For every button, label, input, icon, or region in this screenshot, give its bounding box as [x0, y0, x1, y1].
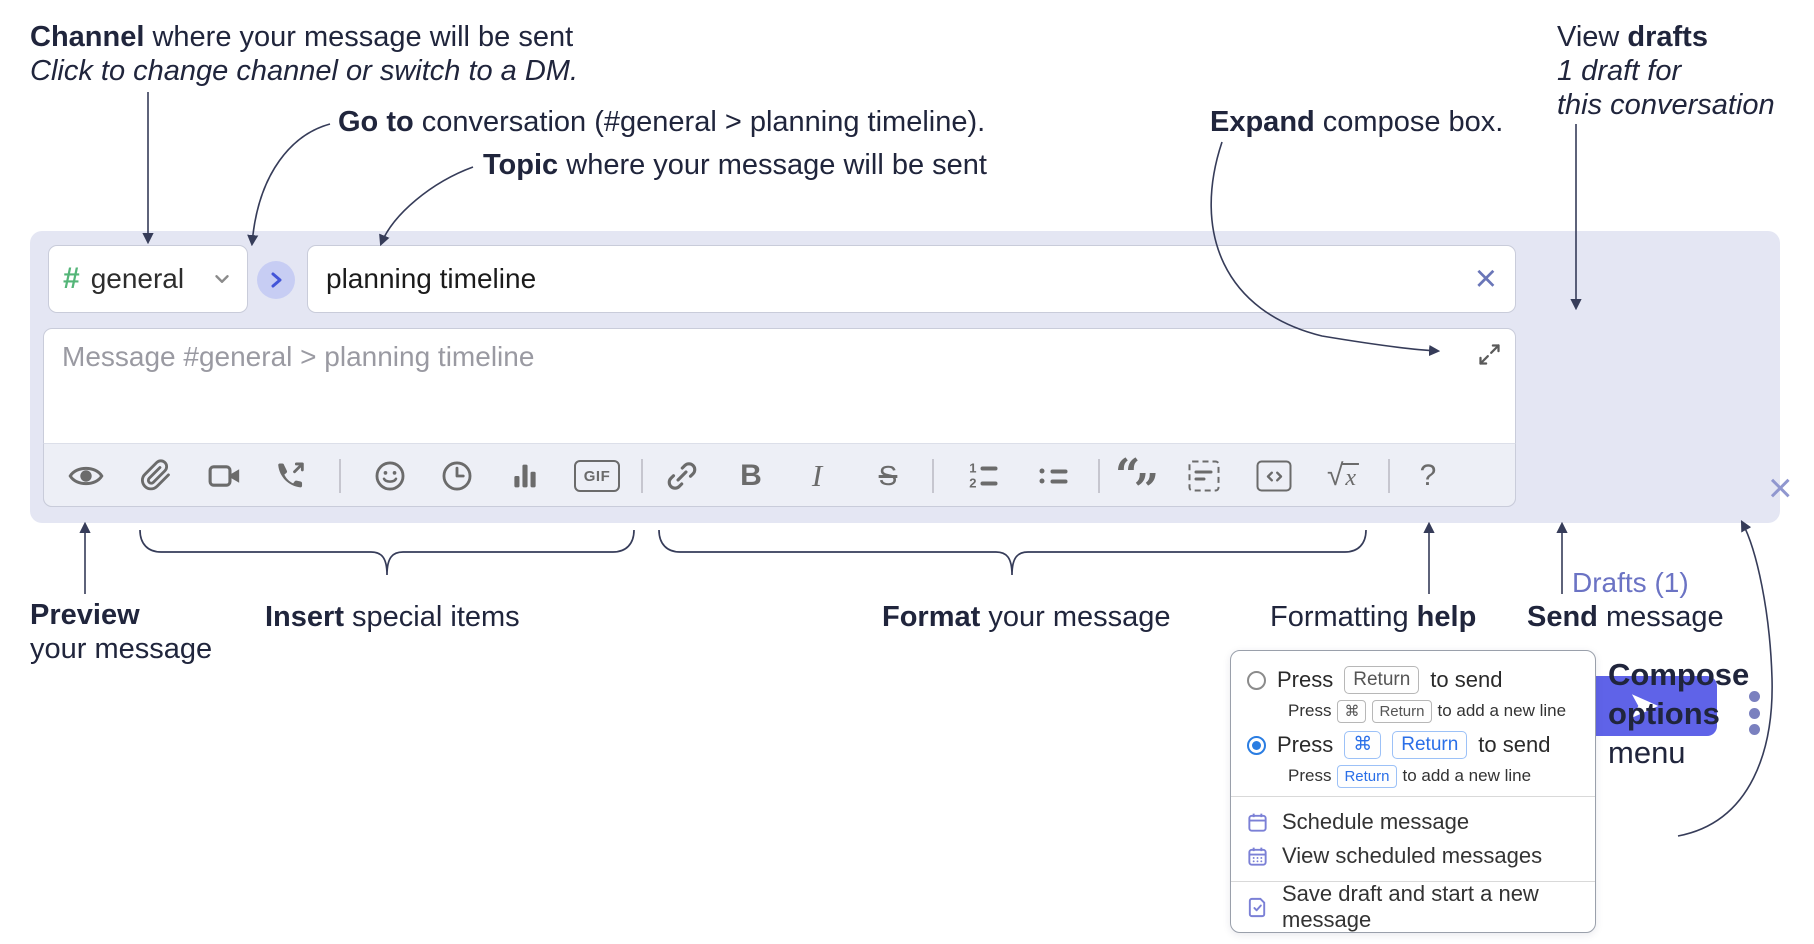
compose-options-annotation: Compose options menu [1608, 657, 1750, 770]
channel-selector[interactable]: # general [48, 245, 248, 313]
math-icon[interactable]: √x [1327, 459, 1360, 493]
menu-item-schedule-message[interactable]: Schedule message [1231, 805, 1595, 839]
message-formatting-help-icon[interactable]: ? [1419, 459, 1437, 492]
topic-annotation: Topic where your message will be sent [483, 149, 987, 181]
clear-topic-icon[interactable]: × [1474, 258, 1497, 300]
return-key-chip: Return [1392, 731, 1468, 759]
formatting-help-annotation: Formatting help [1270, 601, 1477, 633]
gif-icon[interactable]: GIF [574, 460, 620, 492]
toolbar-divider [641, 459, 643, 493]
attach-file-icon[interactable] [139, 459, 173, 493]
close-compose-icon[interactable]: × [1768, 464, 1793, 511]
send-icon [1629, 690, 1661, 722]
cmd-key-chip: ⌘ [1344, 731, 1382, 759]
message-placeholder: Message #general > planning timeline [62, 341, 535, 372]
expand-annotation: Expand compose box. [1210, 106, 1504, 138]
italic-icon[interactable]: I [811, 458, 823, 493]
document-check-icon [1246, 896, 1269, 919]
strikethrough-icon[interactable]: S [878, 460, 898, 491]
chevron-down-icon [211, 268, 233, 290]
channel-annotation-bold: Channel [30, 21, 145, 53]
message-input[interactable]: Message #general > planning timeline [43, 328, 1516, 516]
goto-arrow [247, 123, 331, 247]
poll-icon[interactable] [508, 459, 542, 493]
expand-compose-icon[interactable] [1476, 341, 1503, 373]
calendar-grid-icon [1246, 845, 1269, 868]
goto-annotation: Go to conversation (#general > planning … [338, 106, 986, 138]
video-call-icon[interactable] [206, 459, 244, 493]
send-option-cmd-return[interactable]: Press ⌘ Return to send [1231, 730, 1595, 760]
channel-annotation: Channel where your message will be sent … [30, 21, 579, 87]
radio-unselected-icon[interactable] [1247, 670, 1266, 690]
send-option-return[interactable]: Press Return to send [1231, 665, 1595, 695]
link-icon[interactable] [665, 459, 699, 493]
return-key-chip: Return [1337, 764, 1397, 788]
bold-icon[interactable]: B [740, 459, 762, 492]
emoji-icon[interactable] [373, 459, 407, 493]
drafts-link[interactable]: Drafts (1) [1572, 567, 1689, 598]
popup-divider [1231, 796, 1595, 797]
compose-options-popup: Press Return to send Press ⌘ Return to a… [1230, 650, 1596, 933]
send-option-return-sub: Press ⌘ Return to add a new line [1231, 699, 1595, 723]
spoiler-icon[interactable] [1188, 460, 1220, 492]
chevron-right-icon [265, 269, 287, 291]
channel-name: general [90, 263, 185, 294]
toolbar-divider [339, 459, 341, 493]
go-to-conversation-button[interactable] [257, 261, 295, 299]
return-key-chip: Return [1372, 699, 1432, 723]
format-annotation: Format your message [882, 601, 1171, 633]
compose-toolbar: GIF B I S 1 2 [43, 443, 1516, 516]
popup-divider [1231, 881, 1595, 882]
menu-item-save-draft-new-message[interactable]: Save draft and start a new message [1231, 881, 1595, 932]
format-brace [658, 530, 1367, 576]
preview-eye-icon[interactable] [68, 458, 104, 494]
toolbar-divider [1098, 459, 1100, 493]
quote-icon[interactable]: “ ” [1115, 450, 1159, 516]
toolbar-divider [1388, 459, 1390, 493]
cmd-key-chip: ⌘ [1337, 699, 1367, 723]
calendar-icon [1246, 811, 1269, 834]
numbered-list-icon[interactable]: 1 2 [967, 462, 998, 490]
insert-annotation: Insert special items [265, 601, 520, 633]
return-key-chip: Return [1344, 666, 1420, 694]
topic-input[interactable]: planning timeline × [307, 245, 1516, 313]
code-icon[interactable] [1256, 460, 1292, 492]
bulleted-list-icon[interactable] [1037, 468, 1068, 484]
send-option-cmd-return-sub: Press Return to add a new line [1231, 764, 1595, 788]
topic-value: planning timeline [326, 263, 537, 294]
menu-item-view-scheduled-messages[interactable]: View scheduled messages [1231, 839, 1595, 873]
insert-brace [139, 530, 635, 576]
channel-hash-icon: # [63, 262, 80, 295]
voice-call-icon[interactable] [274, 459, 308, 493]
toolbar-divider [932, 459, 934, 493]
radio-selected-icon[interactable] [1247, 735, 1266, 755]
send-annotation: Send message [1527, 601, 1724, 633]
drafts-annotation: View drafts 1 draft for this conversatio… [1557, 21, 1775, 121]
preview-annotation: Preview your message [30, 599, 213, 665]
global-time-icon[interactable] [440, 459, 474, 493]
